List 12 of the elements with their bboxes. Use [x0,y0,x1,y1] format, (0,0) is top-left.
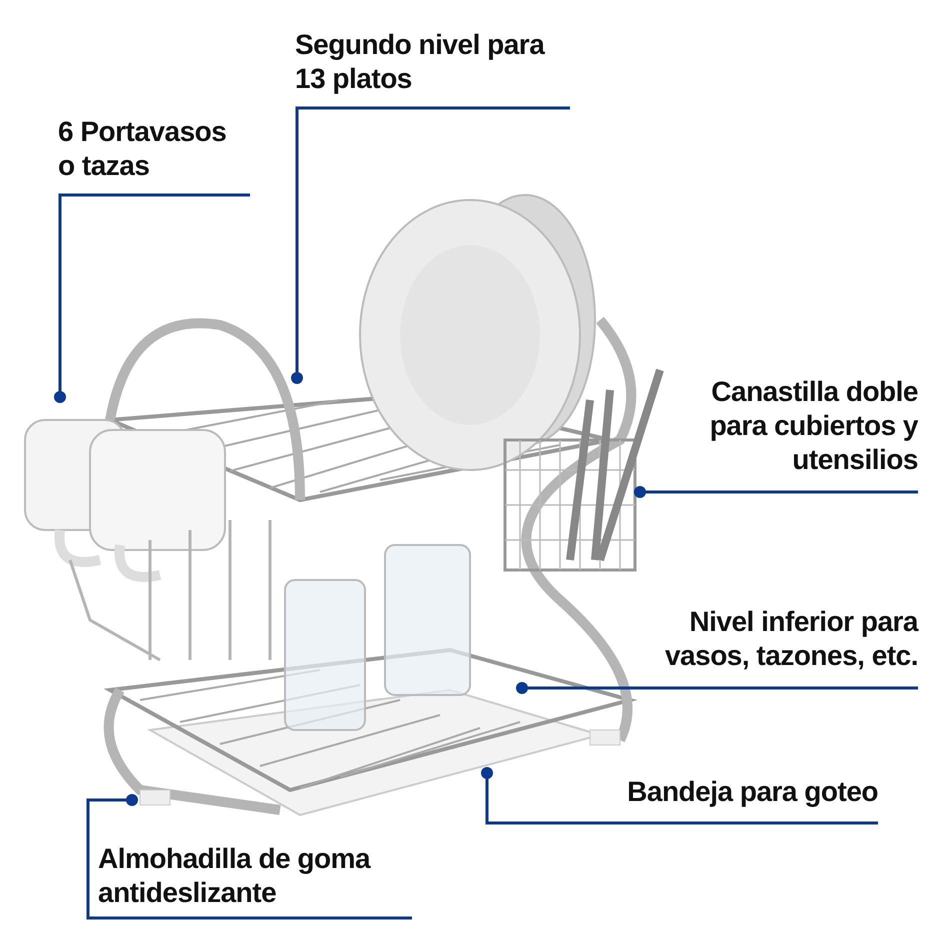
callout-text: Segundo nivel para 13 platos [295,28,546,96]
leader-line [54,194,250,403]
callout-text: 6 Portavasos o tazas [58,115,228,183]
leader-line [634,486,918,498]
callout-text: Canastilla doble para cubiertos y utensilios [708,375,918,477]
leader-line [516,682,918,694]
leader-line [86,794,412,920]
leader-line [291,106,570,384]
callout-text: Nivel inferior para vasos, tazones, etc. [664,605,918,673]
leader-line [481,767,878,824]
callout-text: Almohadilla de goma antideslizante [98,842,372,910]
callout-text: Bandeja para goteo [626,775,878,809]
